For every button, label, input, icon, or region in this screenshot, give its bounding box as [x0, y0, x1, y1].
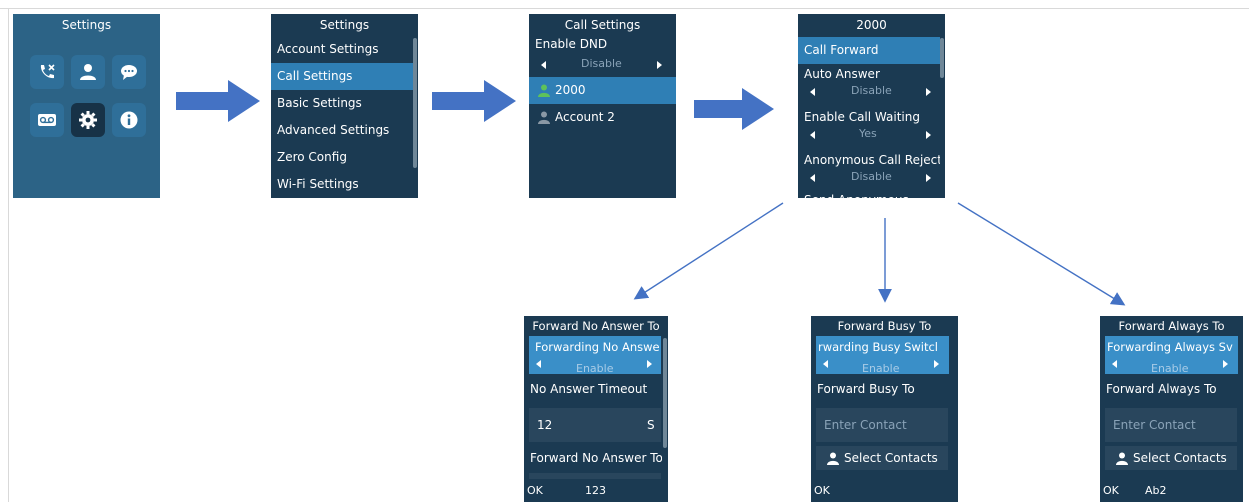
timeout-value: 12	[537, 418, 553, 432]
contacts-icon[interactable]	[71, 55, 105, 89]
contact-placeholder: Enter Contact	[1113, 418, 1196, 432]
person-icon	[538, 84, 550, 97]
menu-item-call-forward[interactable]: Call Forward	[798, 37, 940, 64]
left-arrow-icon[interactable]	[810, 88, 815, 96]
softkey-ok[interactable]: OK	[814, 484, 830, 497]
account-2000-screen: 2000 Call Forward Auto Answer Disable En…	[798, 14, 945, 198]
send-anonymous-label: Send Anonymous	[798, 190, 940, 198]
auto-answer-value[interactable]: Disable	[851, 84, 892, 97]
select-contacts-button[interactable]: Select Contacts	[1105, 446, 1237, 470]
forwarding-switch-value[interactable]: Enable	[576, 362, 614, 374]
account-item-2[interactable]: Account 2	[529, 104, 676, 131]
menu-item-wifi-settings[interactable]: Wi-Fi Settings	[277, 177, 359, 191]
call-settings-screen: Call Settings Enable DND Disable 2000 Ac…	[529, 14, 676, 198]
contact-placeholder: Enter Contact	[824, 418, 907, 432]
select-contacts-label: Select Contacts	[844, 451, 938, 465]
forward-always-screen: Forward Always To Forwarding Always Sv E…	[1100, 316, 1243, 502]
right-arrow-icon[interactable]	[647, 360, 652, 368]
call-waiting-label: Enable Call Waiting	[804, 110, 920, 124]
flow-arrow-1	[176, 80, 260, 122]
left-arrow-icon[interactable]	[810, 174, 815, 182]
forward-busy-screen: Forward Busy To rwarding Busy Switcl Ena…	[811, 316, 958, 502]
screen-title: 2000	[856, 18, 887, 32]
screen-title: Call Settings	[564, 18, 641, 32]
timeout-label: No Answer Timeout	[530, 382, 648, 396]
forwarding-switch-value[interactable]: Enable	[862, 362, 900, 374]
forwarding-switch-label: rwarding Busy Switcl	[818, 340, 939, 354]
left-arrow-icon[interactable]	[810, 131, 815, 139]
left-arrow-icon[interactable]	[823, 360, 828, 368]
screen-title: Settings	[61, 18, 112, 32]
contact-input[interactable]: Enter Contact	[1105, 408, 1237, 442]
menu-item-basic-settings[interactable]: Basic Settings	[277, 96, 362, 110]
select-contacts-button[interactable]: Select Contacts	[816, 446, 948, 470]
timeout-unit: S	[647, 418, 655, 432]
contact-input[interactable]: Enter Contact	[816, 408, 948, 442]
scrollbar[interactable]	[663, 338, 667, 448]
screen-title: Forward Busy To	[837, 319, 932, 333]
forwarding-switch[interactable]: Forwarding No Answe Enable	[529, 336, 661, 374]
right-arrow-icon[interactable]	[934, 360, 939, 368]
forwarding-switch[interactable]: Forwarding Always Sv Enable	[1105, 336, 1238, 374]
menu-item-zero-config[interactable]: Zero Config	[277, 150, 347, 164]
frame-top-border	[0, 8, 1249, 9]
scrollbar[interactable]	[940, 38, 944, 78]
person-icon	[538, 111, 550, 124]
left-arrow-icon[interactable]	[536, 360, 541, 368]
message-icon[interactable]	[112, 55, 146, 89]
screen-title: Forward No Answer To	[532, 319, 660, 333]
anonymous-rejection-value[interactable]: Disable	[851, 170, 892, 183]
call-waiting-value[interactable]: Yes	[859, 127, 877, 140]
frame-left-border	[8, 8, 9, 502]
left-arrow-icon[interactable]	[1112, 360, 1117, 368]
menu-item-call-settings[interactable]: Call Settings	[271, 63, 413, 90]
forwarding-switch-label: Forwarding No Answe	[535, 340, 660, 354]
select-contacts-label: Select Contacts	[1133, 451, 1227, 465]
forwarding-switch-value[interactable]: Enable	[1151, 362, 1189, 374]
menu-item-advanced-settings[interactable]: Advanced Settings	[277, 123, 390, 137]
forward-target-field[interactable]	[529, 473, 661, 479]
timeout-field[interactable]: 12 S	[529, 408, 661, 442]
settings-home-screen: Settings	[13, 14, 160, 198]
account-label: Account 2	[555, 110, 615, 124]
flow-arrow-2	[432, 80, 516, 122]
person-icon	[1116, 452, 1128, 465]
phone-history-icon[interactable]	[30, 55, 64, 89]
account-item-2000[interactable]: 2000	[529, 77, 676, 104]
forward-busy-label: Forward Busy To	[817, 382, 915, 396]
screen-title: Forward Always To	[1118, 319, 1225, 333]
forward-always-label: Forward Always To	[1106, 382, 1217, 396]
person-icon	[827, 452, 839, 465]
right-arrow-icon[interactable]	[926, 88, 931, 96]
auto-answer-label: Auto Answer	[804, 67, 880, 81]
screen-title: Settings	[319, 18, 370, 32]
softkey-ok[interactable]: OK	[527, 484, 543, 497]
forward-target-label: Forward No Answer To	[530, 451, 662, 465]
voicemail-icon[interactable]	[30, 103, 64, 137]
dnd-label: Enable DND	[535, 37, 608, 51]
scrollbar[interactable]	[413, 38, 417, 168]
right-arrow-icon[interactable]	[657, 61, 662, 69]
softkey-input-mode[interactable]: 123	[585, 484, 606, 497]
gear-icon[interactable]	[71, 103, 105, 137]
right-arrow-icon[interactable]	[926, 174, 931, 182]
left-arrow-icon[interactable]	[541, 61, 546, 69]
softkey-ok[interactable]: OK	[1103, 484, 1119, 497]
right-arrow-icon[interactable]	[1223, 360, 1228, 368]
anonymous-rejection-label: Anonymous Call Rejectic	[804, 153, 940, 167]
info-icon[interactable]	[112, 103, 146, 137]
menu-item-account-settings[interactable]: Account Settings	[277, 42, 379, 56]
flow-arrow-3	[694, 88, 774, 130]
account-label: 2000	[555, 83, 586, 97]
softkey-input-mode[interactable]: Ab2	[1145, 484, 1167, 497]
settings-list-screen: Settings Account Settings Call Settings …	[271, 14, 418, 198]
forwarding-switch[interactable]: rwarding Busy Switcl Enable	[816, 336, 949, 374]
right-arrow-icon[interactable]	[926, 131, 931, 139]
arrow-to-always	[957, 202, 1126, 306]
forward-no-answer-screen: Forward No Answer To Forwarding No Answe…	[524, 316, 668, 502]
forwarding-switch-label: Forwarding Always Sv	[1107, 340, 1233, 354]
arrow-to-no-answer	[633, 202, 784, 300]
dnd-value[interactable]: Disable	[581, 57, 622, 70]
